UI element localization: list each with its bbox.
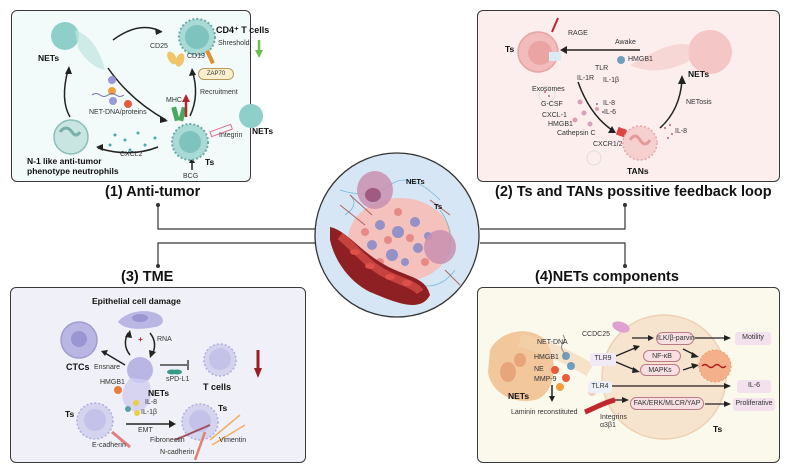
ne-label: NE [534, 366, 544, 373]
proliferative-box: Proliferative [733, 398, 775, 411]
tans-label: TANs [627, 166, 649, 176]
mhc-label: MHC [166, 97, 182, 104]
cxcl2-label: CXCL2 [120, 151, 143, 158]
ensnare-label: Ensnare [94, 364, 121, 371]
il1b-label: IL-1β [141, 409, 158, 416]
n1-neutrophils-label-line2: phenotype neutrophils [27, 166, 119, 176]
integrin-label: Integrin [219, 132, 243, 139]
il1b-label: IL-1β [603, 77, 620, 84]
hmgb1-label: HMGB1 [100, 379, 125, 386]
tumor-microenvironment-illustration [314, 152, 480, 318]
tme-title: (3) TME [121, 269, 174, 285]
nets-right-label: NETs [252, 126, 274, 136]
a3b1-label: α3β1 [600, 422, 616, 429]
recruitment-label: Recruitment [200, 89, 238, 96]
connector-nets-components [480, 242, 626, 266]
nf-kb-box: NF-κB [643, 350, 681, 362]
emt-label: EMT [138, 427, 153, 434]
exosomes-label: Exosomes [532, 86, 565, 93]
nets-label: NETs [688, 69, 710, 79]
fibronectin-label: Fibronectin [150, 437, 185, 444]
hmgb1-label: HMGB1 [548, 121, 573, 128]
epithelial-damage-label: Epithelial cell damage [92, 296, 181, 306]
n-cadherin-label: N-cadherin [160, 449, 195, 456]
ctcs-label: CTCs [66, 362, 90, 372]
il6-label: IL-6 [604, 109, 617, 116]
nets-cell-top [51, 22, 79, 50]
n1-neutrophils-label-line1: N-1 like anti-tumor [27, 156, 102, 166]
feedback-loop-title: (2) Ts and TANs possitive feedback loop [495, 184, 772, 200]
center-nets-label: NETs [406, 177, 425, 186]
il8-right-label: IL-8 [675, 128, 688, 135]
rage-label: RAGE [568, 30, 588, 37]
tlr4-label: TLR4 [588, 381, 612, 393]
fak-erk-mlcr-yap-box: FAK/ERK/MLCR/YAP [630, 397, 704, 410]
nets-label: NETs [38, 53, 60, 63]
ilk-parvin-box: ILK/β-parvin [656, 332, 695, 345]
t-cells-label: T cells [203, 382, 232, 392]
connector-feedback [480, 205, 626, 230]
connector-anti-tumor [157, 205, 320, 230]
vimentin-label: Vimentin [219, 437, 247, 444]
il6-box: IL-6 [737, 380, 771, 393]
nets-components-title: (4)NETs components [535, 269, 679, 285]
il8-label: IL-8 [145, 399, 158, 406]
center-ts-label: Ts [434, 202, 443, 211]
ts-label: Ts [505, 44, 515, 54]
hmgb1-label: HMGB1 [534, 354, 559, 361]
motility-box: Motility [735, 332, 771, 345]
hmgb1-top-label: HMGB1 [628, 56, 653, 63]
cd25-label: CD25 [150, 43, 168, 50]
ts-label: Ts [713, 424, 723, 434]
anti-tumor-title: (1) Anti-tumor [105, 184, 201, 200]
connector-tme [157, 242, 320, 266]
g-csf-label: G-CSF [541, 101, 563, 108]
e-cadherin-label: E-cadherin [92, 442, 126, 449]
net-dna-proteins-label: NET-DNA/proteins [89, 109, 147, 116]
cd4-t-cells-label: CD4⁺ T cells [216, 25, 270, 35]
cxcr12-label: CXCR1/2 [593, 141, 623, 148]
ts-left-label: Ts [65, 409, 75, 419]
cathepsin-c-label: Cathepsin C [557, 130, 596, 137]
ccdc25-label: CCDC25 [582, 331, 611, 338]
integrins-label: Integrins [600, 414, 627, 421]
awake-label: Awake [615, 39, 636, 46]
mapks-box: MAPKs [640, 364, 680, 376]
il8-label: IL-8 [603, 100, 616, 107]
shreshold-label: Shreshold [218, 40, 250, 47]
cxcl-1-label: CXCL-1 [542, 112, 567, 119]
zap70-label: ZAP70 [198, 68, 234, 80]
netosis-label: NETosis [686, 99, 712, 106]
spd-l1-label: sPD-L1 [166, 376, 190, 383]
tlr9-label: TLR9 [590, 353, 616, 366]
laminin-label: Laminin reconstituted [511, 409, 578, 416]
tlr-label: TLR [595, 65, 609, 72]
bcg-label: BCG [183, 173, 199, 180]
il1r-label: IL-1R [577, 75, 595, 82]
ts-right-label: Ts [218, 403, 228, 413]
mmp9-label: MMP-9 [534, 376, 557, 383]
ts-label: Ts [205, 157, 215, 167]
nets-label: NETs [148, 388, 170, 398]
rna-label: RNA [157, 336, 172, 343]
plus-sign: + [138, 334, 143, 344]
nets-label: NETs [508, 391, 530, 401]
net-dna-label: NET-DNA [537, 339, 568, 346]
cd19-label: CD19 [187, 53, 205, 60]
